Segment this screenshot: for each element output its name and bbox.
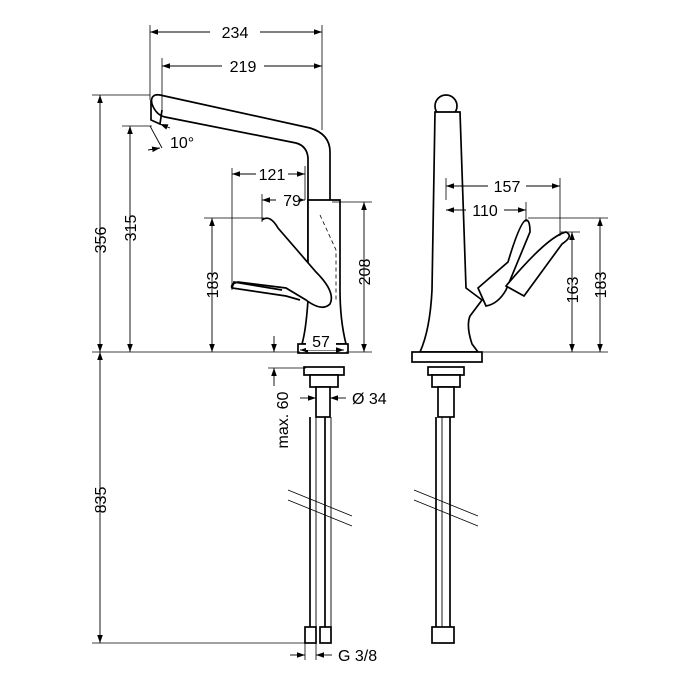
dim-label-max60: max. 60 (275, 391, 292, 448)
side-base-thread (427, 366, 465, 376)
dim-hose-length: 835 (92, 352, 305, 644)
dim-spout-angle: 10° (147, 123, 194, 153)
dim-base-diameter-front: 57 (300, 332, 344, 353)
body-hidden-line (319, 214, 337, 300)
side-body (418, 111, 484, 353)
side-base-plate (411, 351, 483, 363)
dim-lever-top-side: 183 (528, 217, 610, 352)
faucet-front-view (150, 93, 353, 644)
dim-lever-reach-front: 121 (231, 164, 306, 290)
lever-arm (231, 281, 283, 291)
dim-total-height: 356 (92, 94, 300, 353)
faucet-side-view (411, 94, 571, 644)
dim-lever-offset-side: 110 (446, 200, 527, 222)
dim-label-219: 219 (230, 59, 257, 76)
base-thread (303, 366, 345, 376)
dim-mount-diameter: Ø 34 (300, 391, 387, 408)
dim-label-163: 163 (565, 277, 582, 304)
dim-label-356: 356 (93, 227, 110, 254)
dim-label-157: 157 (494, 179, 521, 196)
dim-label-g38: G 3/8 (338, 648, 377, 665)
dim-label-79: 79 (283, 193, 301, 210)
dim-lever-reach-side: 157 (445, 176, 561, 236)
dim-label-315: 315 (123, 215, 140, 242)
dim-label-57: 57 (312, 334, 330, 351)
dim-spout-reach: 219 (161, 56, 322, 110)
dim-label-234: 234 (222, 25, 249, 42)
dim-label-d34: Ø 34 (352, 391, 387, 408)
hose-fitting-right (319, 626, 332, 644)
dim-label-110: 110 (472, 203, 498, 220)
side-hose-fitting (431, 626, 455, 644)
side-tube (437, 386, 455, 418)
dim-connection-thread: G 3/8 (290, 643, 377, 665)
dim-label-183-front: 183 (205, 272, 222, 299)
dim-lever-height-side: 163 (482, 231, 608, 353)
mounting-shank (309, 374, 339, 388)
dim-label-208: 208 (357, 259, 374, 286)
dim-max-deck-thickness: max. 60 (268, 336, 306, 448)
side-lever (476, 219, 531, 307)
hose-fitting-left (304, 626, 317, 644)
dim-lever-offset-front: 79 (261, 190, 305, 222)
dim-label-angle: 10° (170, 135, 194, 152)
dim-lever-top-height: 208 (332, 201, 374, 353)
side-shank (431, 374, 461, 388)
dim-label-835: 835 (93, 487, 110, 514)
dim-spout-height: 315 (122, 125, 152, 352)
dim-label-121: 121 (259, 167, 286, 184)
spout-outlet (150, 100, 163, 126)
mounting-tube (315, 386, 331, 418)
side-hose-break-marks (413, 489, 479, 527)
dim-lever-height-front: 183 (204, 217, 264, 352)
dim-label-183-side: 183 (593, 272, 610, 299)
hose-break-marks (287, 489, 353, 527)
dim-overall-width: 234 (149, 22, 323, 130)
